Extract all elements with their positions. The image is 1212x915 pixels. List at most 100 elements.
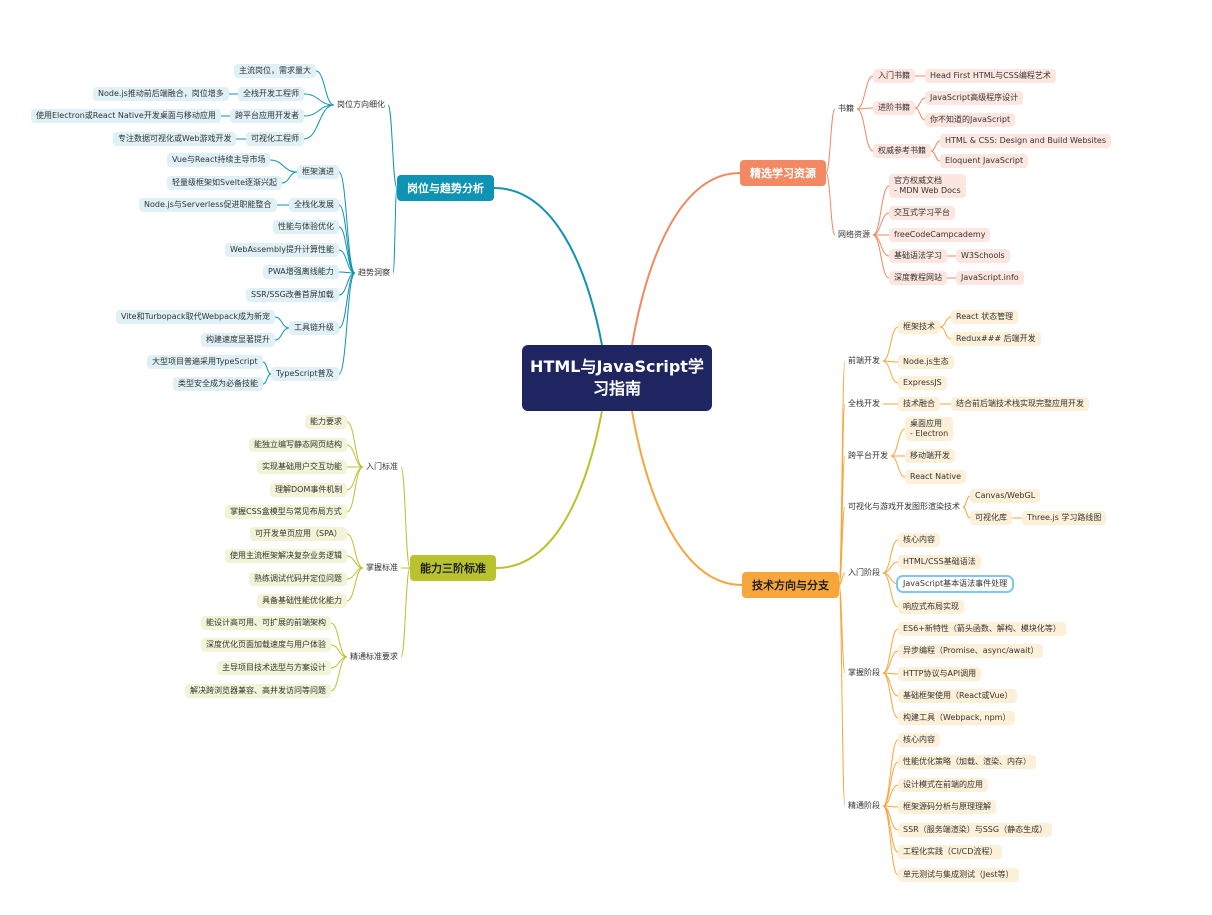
- node-green-1-0[interactable]: 可开发单页应用（SPA）: [250, 527, 347, 541]
- node-blue-2-0[interactable]: 大型项目普遍采用TypeScript: [147, 355, 263, 369]
- node-orange-1-1[interactable]: 性能优化策略（加载、渲染、内存）: [898, 755, 1036, 769]
- branch-green[interactable]: 能力三阶标准: [410, 555, 496, 581]
- node-green-1-2[interactable]: 熟练调试代码并定位问题: [249, 572, 347, 586]
- node-orange-1-0[interactable]: Canvas/WebGL: [970, 489, 1041, 503]
- link-blue: [387, 104, 398, 189]
- node-green-1-2[interactable]: 实现基础用户交互功能: [257, 460, 347, 474]
- node-orange-1-6[interactable]: 单元测试与集成测试（Jest等）: [898, 868, 1019, 882]
- node-green-1-0[interactable]: 能力要求: [305, 415, 347, 429]
- node-orange-1-2[interactable]: HTTP协议与API调用: [898, 667, 982, 681]
- node-blue-2-1[interactable]: 类型安全成为必备技能: [173, 377, 263, 391]
- node-orange-1-0[interactable]: 核心内容: [898, 733, 940, 747]
- node-blue-2-1[interactable]: 轻量级框架如Svelte逐渐兴起: [167, 176, 283, 190]
- node-blue-2-0[interactable]: 使用Electron或React Native开发桌面与移动应用: [31, 109, 221, 123]
- link-green: [346, 421, 364, 468]
- node-blue-2-0[interactable]: Vite和Turbopack取代Webpack成为新宠: [116, 310, 276, 324]
- node-green-1-4[interactable]: 掌握CSS盒模型与常见布局方式: [225, 505, 347, 519]
- node-red-1-1[interactable]: 进阶书籍: [873, 101, 915, 115]
- node-orange-1-5[interactable]: 工程化实践（CI/CD流程）: [898, 845, 1003, 859]
- node-blue-2-0[interactable]: Node.js与Serverless促进职能整合: [139, 198, 277, 212]
- node-blue-1-1[interactable]: 全栈化发展: [289, 198, 339, 212]
- node-blue-1-3[interactable]: 可视化工程师: [246, 132, 304, 146]
- node-orange-1-0[interactable]: 框架技术: [898, 320, 940, 334]
- node-blue-1-0[interactable]: 框架演进: [297, 165, 339, 179]
- node-orange-1-4[interactable]: 构建工具（Webpack, npm）: [898, 711, 1016, 725]
- node-orange-1-1[interactable]: 可视化库: [970, 511, 1012, 525]
- node-orange-1-3[interactable]: 基础框架使用（React或Vue）: [898, 689, 1018, 703]
- node-blue-1-6[interactable]: 工具链升级: [289, 321, 339, 335]
- node-orange-1-2[interactable]: JavaScript基本语法事件处理: [895, 575, 1015, 593]
- node-orange-2-1[interactable]: Redux### 后端开发: [951, 332, 1041, 346]
- node-orange-0-6[interactable]: 精通阶段: [848, 801, 880, 810]
- node-blue-1-2[interactable]: 性能与体验优化: [273, 220, 339, 234]
- node-blue-1-3[interactable]: WebAssembly提升计算性能: [225, 243, 339, 257]
- node-blue-2-1[interactable]: 构建速度显著提升: [201, 333, 275, 347]
- node-blue-1-1[interactable]: 全栈开发工程师: [238, 87, 304, 101]
- node-green-1-1[interactable]: 使用主流框架解决复杂业务逻辑: [225, 549, 347, 563]
- node-orange-1-1[interactable]: 异步编程（Promise、async/await）: [898, 644, 1044, 658]
- node-orange-1-0[interactable]: 技术融合: [898, 397, 940, 411]
- node-orange-1-2[interactable]: 设计模式在前端的应用: [898, 778, 988, 792]
- node-red-0-0[interactable]: 书籍: [838, 104, 854, 113]
- node-orange-2-0[interactable]: 结合前后端技术栈实现完整应用开发: [951, 397, 1089, 411]
- node-orange-1-3[interactable]: 框架源码分析与原理理解: [898, 800, 996, 814]
- node-orange-1-2[interactable]: ExpressJS: [898, 376, 947, 390]
- node-orange-0-4[interactable]: 入门阶段: [848, 568, 880, 577]
- root-topic[interactable]: HTML与JavaScript学 习指南: [522, 345, 712, 411]
- node-orange-1-1[interactable]: Node.js生态: [898, 355, 954, 369]
- node-red-2-1[interactable]: Eloquent JavaScript: [940, 154, 1029, 168]
- node-orange-1-0[interactable]: 核心内容: [898, 533, 940, 547]
- node-blue-1-4[interactable]: PWA增强离线能力: [263, 265, 339, 279]
- node-red-1-2[interactable]: 权威参考书籍: [873, 144, 931, 158]
- node-orange-1-2[interactable]: React Native: [905, 470, 967, 484]
- node-red-1-1[interactable]: 交互式学习平台: [889, 206, 955, 220]
- node-blue-1-2[interactable]: 跨平台应用开发者: [230, 109, 304, 123]
- node-orange-1-1[interactable]: HTML/CSS基础语法: [898, 555, 981, 569]
- node-green-0-1[interactable]: 掌握标准: [366, 563, 398, 572]
- node-green-1-1[interactable]: 能独立编写静态网页结构: [249, 438, 347, 452]
- node-red-1-4[interactable]: 深度教程网站: [889, 271, 947, 285]
- node-red-2-0[interactable]: JavaScript.info: [956, 271, 1024, 285]
- node-red-2-0[interactable]: HTML & CSS: Design and Build Websites: [940, 134, 1112, 148]
- node-blue-0-0[interactable]: 岗位方向细化: [337, 100, 385, 109]
- node-orange-1-4[interactable]: SSR（服务端渲染）与SSG（静态生成）: [898, 823, 1053, 837]
- node-orange-1-0[interactable]: ES6+新特性（箭头函数、解构、模块化等）: [898, 622, 1066, 636]
- node-blue-1-0[interactable]: 主流岗位，需求量大: [234, 64, 316, 78]
- node-red-0-1[interactable]: 网络资源: [838, 230, 870, 239]
- node-orange-0-3[interactable]: 可视化与游戏开发图形渲染技术: [848, 502, 960, 511]
- node-orange-2-0[interactable]: React 状态管理: [951, 310, 1019, 324]
- node-orange-2-0[interactable]: Three.js 学习路线图: [1022, 511, 1107, 525]
- node-orange-1-0[interactable]: 桌面应用 - Electron: [905, 417, 954, 441]
- node-orange-0-5[interactable]: 掌握阶段: [848, 668, 880, 677]
- node-green-1-1[interactable]: 深度优化页面加载速度与用户体验: [201, 638, 331, 652]
- branch-red[interactable]: 精选学习资源: [740, 160, 826, 186]
- node-blue-2-0[interactable]: Vue与React持续主导市场: [167, 153, 271, 167]
- node-red-2-1[interactable]: 你不知道的JavaScript: [925, 113, 1016, 127]
- node-red-2-0[interactable]: JavaScript高级程序设计: [925, 91, 1024, 105]
- node-orange-1-1[interactable]: 移动端开发: [905, 449, 955, 463]
- node-orange-0-0[interactable]: 前端开发: [848, 356, 880, 365]
- node-orange-0-1[interactable]: 全栈开发: [848, 399, 880, 408]
- node-green-0-2[interactable]: 精通标准要求: [350, 652, 398, 661]
- node-green-1-2[interactable]: 主导项目技术选型与方案设计: [217, 661, 331, 675]
- node-blue-1-5[interactable]: SSR/SSG改善首屏加载: [246, 288, 339, 302]
- node-blue-2-0[interactable]: Node.js推动前后端融合，岗位增多: [93, 87, 229, 101]
- node-green-1-3[interactable]: 理解DOM事件机制: [270, 483, 348, 497]
- node-green-0-0[interactable]: 入门标准: [366, 462, 398, 471]
- branch-orange[interactable]: 技术方向与分支: [742, 572, 839, 598]
- node-red-1-2[interactable]: freeCodeCampcademy: [889, 228, 991, 242]
- node-blue-2-0[interactable]: 专注数据可视化或Web游戏开发: [113, 132, 237, 146]
- node-blue-1-7[interactable]: TypeScript普及: [271, 367, 339, 381]
- node-red-2-0[interactable]: Head First HTML与CSS编程艺术: [925, 69, 1056, 83]
- node-orange-1-3[interactable]: 响应式布局实现: [898, 600, 964, 614]
- node-red-1-0[interactable]: 官方权威文档 - MDN Web Docs: [889, 174, 966, 198]
- node-red-2-0[interactable]: W3Schools: [956, 249, 1010, 263]
- node-green-1-3[interactable]: 解决跨浏览器兼容、高并发访问等问题: [185, 684, 331, 698]
- node-orange-0-2[interactable]: 跨平台开发: [848, 451, 888, 460]
- node-green-1-3[interactable]: 具备基础性能优化能力: [257, 594, 347, 608]
- node-green-1-0[interactable]: 能设计高可用、可扩展的前端架构: [201, 616, 331, 630]
- node-blue-0-1[interactable]: 趋势洞察: [358, 268, 390, 277]
- branch-blue[interactable]: 岗位与趋势分析: [397, 175, 494, 201]
- node-red-1-0[interactable]: 入门书籍: [873, 69, 915, 83]
- node-red-1-3[interactable]: 基础语法学习: [889, 249, 947, 263]
